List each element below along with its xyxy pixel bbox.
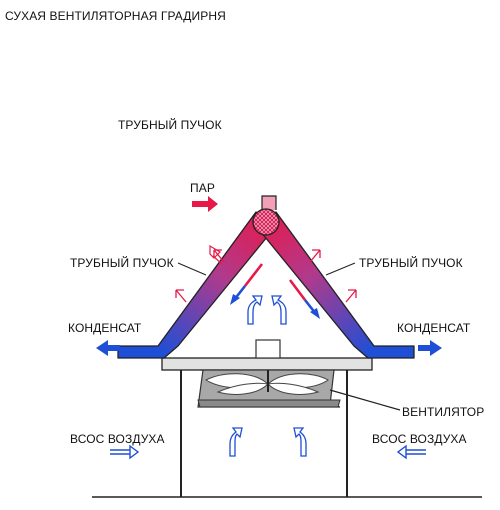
air-up-arrows-lower bbox=[229, 427, 307, 457]
steam-arrow bbox=[192, 196, 218, 212]
tube-bundle-left bbox=[117, 211, 277, 359]
label-tube-bundle-left: ТРУБНЫЙ ПУЧОК bbox=[70, 256, 174, 270]
internal-flow-arrows bbox=[230, 263, 320, 319]
label-tube-bundle-right: ТРУБНЫЙ ПУЧОК bbox=[359, 256, 463, 270]
condensate-arrow-right bbox=[418, 340, 442, 356]
label-condensate-left: КОНДЕНСАТ bbox=[68, 321, 142, 335]
fan-pointer bbox=[329, 389, 401, 411]
air-intake-arrow-right bbox=[396, 444, 426, 460]
leader-line-right bbox=[325, 262, 356, 276]
fan-blades bbox=[204, 373, 329, 395]
air-up-arrows-inner bbox=[247, 295, 287, 325]
label-air-intake-left: ВСОС ВОЗДУХА bbox=[70, 432, 165, 446]
label-air-intake-right: ВСОС ВОЗДУХА bbox=[372, 432, 467, 446]
tube-bundle-right bbox=[255, 211, 415, 359]
deck-platform bbox=[161, 357, 373, 371]
hot-air-arrows bbox=[175, 249, 357, 303]
steam-inlet-pipe bbox=[261, 195, 277, 210]
label-condensate-right: КОНДЕНСАТ bbox=[397, 321, 471, 335]
label-steam: ПАР bbox=[190, 181, 215, 195]
steam-header bbox=[252, 208, 280, 236]
fan-motor bbox=[255, 339, 281, 359]
air-intake-arrow-left bbox=[110, 444, 140, 460]
label-tube-bundle-top: ТРУБНЫЙ ПУЧОК bbox=[118, 118, 222, 132]
diagram-title: СУХАЯ ВЕНТИЛЯТОРНАЯ ГРАДИРНЯ bbox=[5, 9, 226, 23]
leader-line-left bbox=[177, 262, 207, 276]
condensate-arrow-left bbox=[96, 340, 120, 356]
label-fan: ВЕНТИЛЯТОР bbox=[402, 405, 485, 419]
